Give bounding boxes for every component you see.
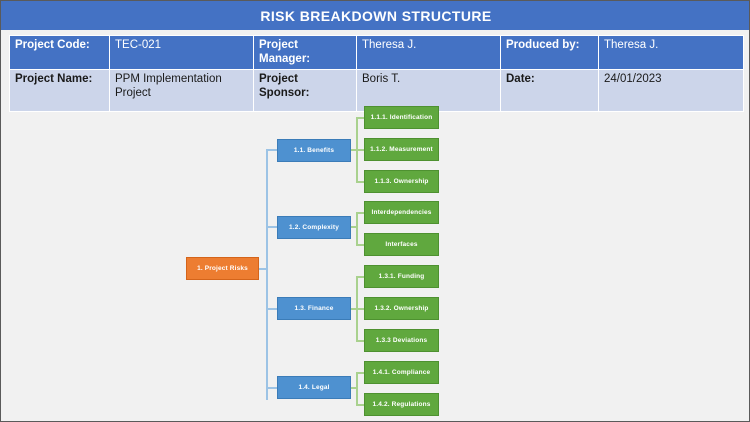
node-measurement[interactable]: 1.1.2. Measurement [364,138,439,161]
connector-benefits-to-measurement [356,149,365,151]
node-identification-label: 1.1.1. Identification [370,113,433,121]
node-deviations-label: 1.3.3 Deviations [375,336,428,344]
connector-spine-to-finance [266,308,277,310]
connector-complexity-to-interfaces [356,244,365,246]
connector-spine-to-complexity [266,226,277,228]
node-project-risks-label: 1. Project Risks [197,264,248,272]
node-deviations[interactable]: 1.3.3 Deviations [364,329,439,352]
project-sponsor-value: Boris T. [356,68,501,112]
node-interfaces-label: Interfaces [385,240,418,248]
connector-legal-to-compliance [356,372,365,374]
node-finance-ownership[interactable]: 1.3.2. Ownership [364,297,439,320]
connector-benefits-stub [351,149,357,151]
project-code-value: TEC-021 [109,35,254,70]
node-interfaces[interactable]: Interfaces [364,233,439,256]
produced-by-label: Produced by: [500,35,599,70]
project-manager-label: Project Manager: [253,35,357,70]
node-funding-label: 1.3.1. Funding [378,272,425,280]
connector-spine-to-benefits [266,149,277,151]
connector-complexity-stub [351,226,357,228]
node-finance-label: 1.3. Finance [294,304,334,312]
connector-finance-stub [351,308,357,310]
node-benefits-ownership[interactable]: 1.1.3. Ownership [364,170,439,193]
node-legal[interactable]: 1.4. Legal [277,376,351,399]
project-code-label: Project Code: [9,35,110,70]
node-regulations[interactable]: 1.4.2. Regulations [364,393,439,416]
node-funding[interactable]: 1.3.1. Funding [364,265,439,288]
node-benefits-ownership-label: 1.1.3. Ownership [374,177,429,185]
connector-legal-to-regulations [356,404,365,406]
project-name-value: PPM Implementation Project [109,68,254,112]
produced-by-value: Theresa J. [598,35,744,70]
connector-root-to-spine [259,268,268,270]
node-legal-label: 1.4. Legal [298,383,330,391]
connector-complexity-vertical [356,213,358,245]
connector-complexity-to-interdependencies [356,212,365,214]
connector-finance-to-ownership [356,308,365,310]
date-label: Date: [500,68,599,112]
node-interdependencies-label: Interdependencies [371,208,432,216]
node-finance-ownership-label: 1.3.2. Ownership [374,304,429,312]
node-regulations-label: 1.4.2. Regulations [372,400,431,408]
connector-benefits-to-ownership [356,181,365,183]
page-title-bar: RISK BREAKDOWN STRUCTURE [1,1,749,30]
node-complexity-label: 1.2. Complexity [289,223,339,231]
page-title: RISK BREAKDOWN STRUCTURE [260,7,492,24]
connector-benefits-to-identification [356,117,365,119]
project-manager-value: Theresa J. [356,35,501,70]
node-identification[interactable]: 1.1.1. Identification [364,106,439,129]
connector-spine-to-legal [266,387,277,389]
project-info-table-body: Project Code: TEC-021 Project Manager: T… [9,35,744,112]
project-name-label: Project Name: [9,68,110,112]
connector-legal-stub [351,387,357,389]
project-sponsor-label: Project Sponsor: [253,68,357,112]
date-value: 24/01/2023 [598,68,744,112]
node-project-risks[interactable]: 1. Project Risks [186,257,259,280]
node-benefits[interactable]: 1.1. Benefits [277,139,351,162]
connector-finance-to-deviations [356,340,365,342]
node-finance[interactable]: 1.3. Finance [277,297,351,320]
node-measurement-label: 1.1.2. Measurement [370,145,433,153]
connector-spine-vertical [266,150,268,400]
node-compliance[interactable]: 1.4.1. Compliance [364,361,439,384]
node-complexity[interactable]: 1.2. Complexity [277,216,351,239]
table-row: Project Name: PPM Implementation Project… [9,68,744,112]
table-row: Project Code: TEC-021 Project Manager: T… [9,35,744,70]
risk-breakdown-diagram: 1.1. Benefits 1.2. Complexity 1.3. Finan… [1,99,749,421]
node-interdependencies[interactable]: Interdependencies [364,201,439,224]
connector-legal-vertical [356,372,358,405]
connector-finance-to-funding [356,276,365,278]
node-compliance-label: 1.4.1. Compliance [372,368,431,376]
project-info-table: Project Code: TEC-021 Project Manager: T… [9,35,744,112]
node-benefits-label: 1.1. Benefits [293,146,335,154]
